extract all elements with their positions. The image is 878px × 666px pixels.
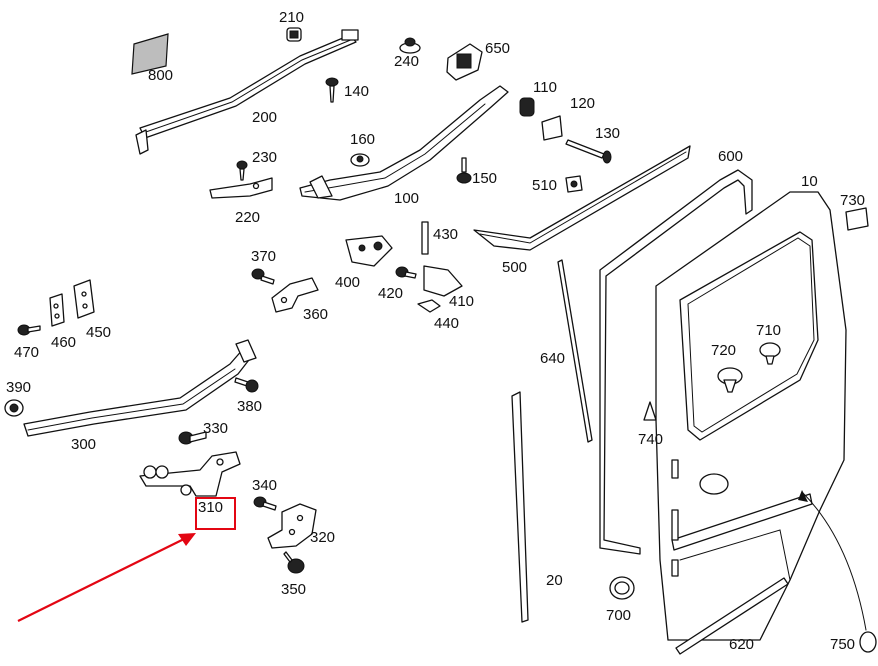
part-360-bracket [271, 277, 319, 313]
callout-120: 120 [570, 95, 596, 112]
part-430-pin [421, 221, 429, 255]
part-400-latch [345, 235, 393, 267]
part-100-middle-rail [299, 85, 509, 201]
callout-140: 140 [344, 83, 370, 100]
callout-150: 150 [472, 170, 498, 187]
callout-310: 310 [198, 499, 224, 516]
callout-380: 380 [237, 398, 263, 415]
part-340-screw [253, 496, 277, 511]
part-380-screw [234, 377, 259, 393]
part-740-clip [643, 401, 657, 421]
callout-640: 640 [540, 350, 566, 367]
part-150-screw [456, 157, 472, 184]
callout-720: 720 [711, 342, 737, 359]
red-arrow-icon [17, 533, 196, 622]
callout-10: 10 [801, 173, 818, 190]
callout-20: 20 [546, 572, 563, 589]
part-650-bracket [446, 43, 483, 81]
part-470-screw [17, 324, 41, 336]
callout-620: 620 [729, 636, 755, 653]
part-730-block [845, 207, 869, 231]
part-710-clip [759, 342, 781, 365]
part-20-strip [511, 391, 529, 623]
part-300-lower-rail [23, 339, 257, 437]
callout-340: 340 [252, 477, 278, 494]
part-320-plate [267, 503, 317, 549]
callout-430: 430 [433, 226, 459, 243]
part-350-bolt [283, 551, 305, 574]
part-450-hinge [73, 279, 95, 319]
part-10-door-panel [655, 191, 847, 641]
part-140-screw [325, 77, 339, 103]
part-230-screw [236, 160, 248, 181]
part-620-hinge-strip [675, 577, 789, 655]
part-110-cap [519, 97, 535, 117]
part-700-ring [609, 576, 635, 600]
callout-390: 390 [6, 379, 32, 396]
part-640-strip [557, 259, 593, 443]
callout-110: 110 [533, 79, 557, 96]
callout-210: 210 [279, 9, 305, 26]
callout-460: 460 [51, 334, 77, 351]
callout-500: 500 [502, 259, 528, 276]
part-120-plate [541, 115, 563, 141]
part-330-screw [178, 431, 207, 445]
callout-330: 330 [203, 420, 229, 437]
callout-370: 370 [251, 248, 277, 265]
callout-450: 450 [86, 324, 112, 341]
callout-400: 400 [335, 274, 361, 291]
part-310-carriage [139, 451, 241, 497]
callout-230: 230 [252, 149, 278, 166]
part-500-outer-rail [473, 145, 691, 251]
part-390-washer [4, 399, 24, 417]
callout-130: 130 [595, 125, 621, 142]
callout-410: 410 [449, 293, 475, 310]
part-220-bracket [209, 177, 273, 199]
callout-420: 420 [378, 285, 404, 302]
part-130-bolt [565, 139, 612, 164]
callout-160: 160 [350, 131, 376, 148]
callout-650: 650 [485, 40, 511, 57]
callout-600: 600 [718, 148, 744, 165]
callout-700: 700 [606, 607, 632, 624]
part-800-plate [131, 33, 169, 75]
callout-300: 300 [71, 436, 97, 453]
part-240-grommet [399, 37, 421, 54]
callout-360: 360 [303, 306, 329, 323]
part-420-screw [395, 266, 417, 279]
callout-320: 320 [310, 529, 336, 546]
callout-710: 710 [756, 322, 782, 339]
callout-730: 730 [840, 192, 866, 209]
callout-800: 800 [148, 67, 174, 84]
part-510-clip [565, 175, 583, 193]
callout-240: 240 [394, 53, 420, 70]
callout-440: 440 [434, 315, 460, 332]
part-720-clip [717, 367, 743, 393]
callout-750: 750 [830, 636, 856, 653]
callout-470: 470 [14, 344, 40, 361]
callout-350: 350 [281, 581, 307, 598]
part-600-door-seal [599, 169, 753, 555]
part-410-bracket [423, 265, 463, 297]
part-200-upper-rail [135, 29, 359, 155]
callout-220: 220 [235, 209, 261, 226]
highlight-box-310 [195, 497, 236, 530]
part-460-plate [49, 293, 65, 327]
callout-200: 200 [252, 109, 278, 126]
callout-740: 740 [638, 431, 664, 448]
callout-510: 510 [532, 177, 558, 194]
part-750-ring [798, 490, 877, 653]
callout-100: 100 [394, 190, 420, 207]
part-370-screw [251, 268, 275, 285]
part-440-clip [417, 299, 441, 313]
part-160-grommet [350, 153, 370, 167]
part-210-clip [286, 27, 302, 42]
